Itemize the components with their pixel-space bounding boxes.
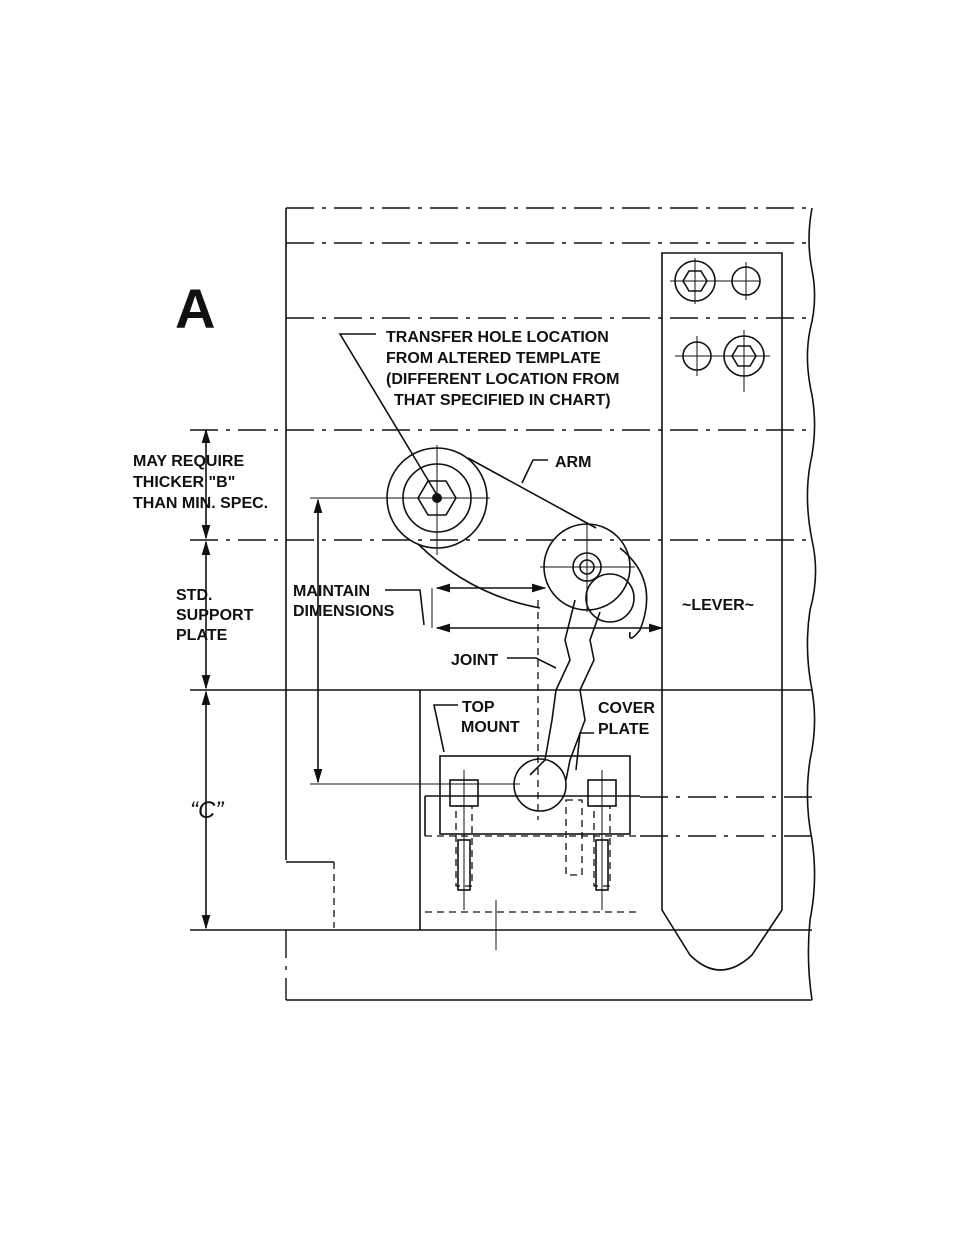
svg-text:DIMENSIONS: DIMENSIONS (293, 603, 395, 620)
arm-label: ARM (555, 454, 591, 471)
svg-text:SUPPORT: SUPPORT (176, 607, 254, 624)
note-line-3: (DIFFERENT LOCATION FROM (386, 371, 619, 388)
svg-text:COVER: COVER (598, 700, 655, 717)
svg-text:THICKER "B": THICKER "B" (133, 474, 235, 491)
svg-text:PLATE: PLATE (176, 627, 228, 644)
svg-text:MOUNT: MOUNT (461, 719, 520, 736)
cover-plate-label: COVER PLATE (598, 700, 655, 738)
joint-link (514, 600, 600, 811)
svg-text:STD.: STD. (176, 587, 212, 604)
arm-part (380, 445, 647, 638)
transfer-hole-note: TRANSFER HOLE LOCATION FROM ALTERED TEMP… (386, 329, 619, 409)
may-require-label: MAY REQUIRE THICKER "B" THAN MIN. SPEC. (133, 453, 268, 512)
svg-text:MAINTAIN: MAINTAIN (293, 583, 370, 600)
maintain-dimensions-label: MAINTAIN DIMENSIONS (293, 583, 395, 620)
svg-text:TOP: TOP (462, 699, 495, 716)
lever-label: ~LEVER~ (682, 597, 754, 614)
note-line-4: THAT SPECIFIED IN CHART) (394, 392, 611, 409)
note-line-2: FROM ALTERED TEMPLATE (386, 350, 601, 367)
note-line-1: TRANSFER HOLE LOCATION (386, 329, 609, 346)
dimension-c-label: “C” (190, 797, 224, 824)
std-support-plate-label: STD. SUPPORT PLATE (176, 587, 254, 644)
svg-text:PLATE: PLATE (598, 721, 650, 738)
top-mount-label: TOP MOUNT (461, 699, 520, 736)
svg-text:THAN MIN. SPEC.: THAN MIN. SPEC. (133, 495, 268, 512)
svg-text:MAY REQUIRE: MAY REQUIRE (133, 453, 244, 470)
section-letter: A (175, 277, 215, 340)
joint-label: JOINT (451, 652, 498, 669)
